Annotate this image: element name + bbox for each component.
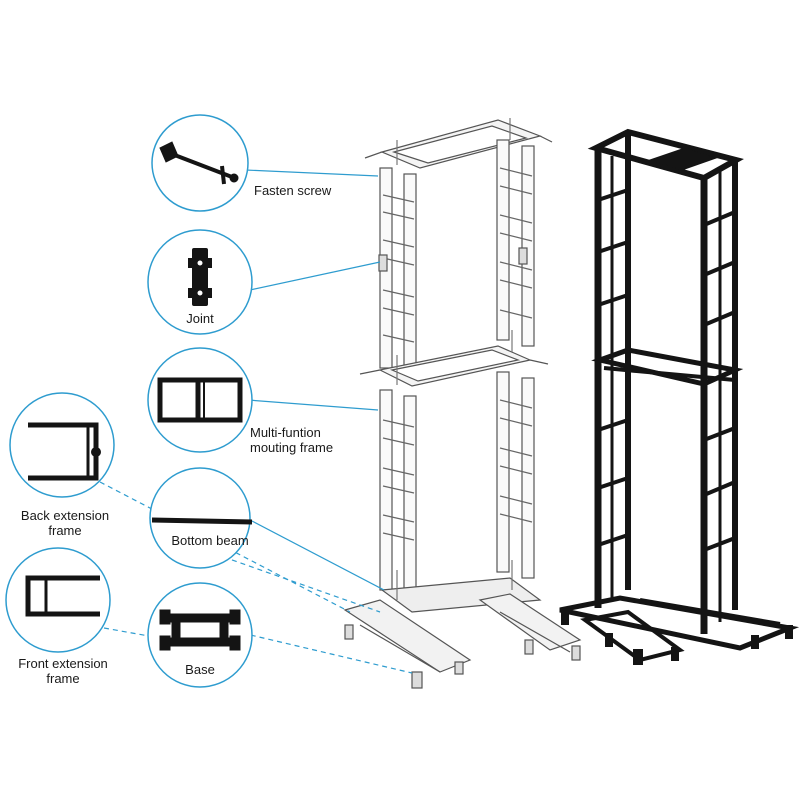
back-extension-frame-icon — [28, 422, 101, 481]
leader-mounting-frame — [247, 399, 379, 411]
label-mounting-frame-line2: mouting frame — [250, 440, 334, 455]
label-joint: Joint — [186, 311, 214, 326]
label-front-extension-line2: frame — [46, 671, 80, 686]
label-bottom-beam: Bottom beam — [171, 533, 249, 548]
leader-joint — [249, 261, 381, 291]
label-mounting-frame: Multi-funtion mouting frame — [250, 425, 333, 455]
exploded-rack-drawing — [343, 118, 582, 689]
front-extension-frame-icon — [25, 575, 100, 617]
joint-icon — [188, 248, 212, 306]
callout-circle-bottom-beam — [149, 467, 251, 569]
base-icon — [159, 609, 241, 651]
label-front-extension-line1: Front extension — [18, 656, 108, 671]
label-back-extension-line2: frame — [48, 523, 82, 538]
leader-bottom-beam — [251, 520, 385, 591]
mounting-frame-icon — [157, 377, 243, 423]
leader-base-2 — [241, 632, 413, 674]
bottom-beam-icon — [151, 517, 253, 525]
label-base: Base — [185, 662, 215, 677]
leader-lines — [99, 169, 413, 674]
label-front-extension-frame: Front extension frame — [0, 656, 126, 686]
label-back-extension-frame: Back extension frame — [2, 508, 128, 538]
callout-circle-front-extension — [5, 547, 111, 653]
leader-back-extension — [99, 481, 351, 613]
label-back-extension-line1: Back extension — [20, 508, 110, 523]
label-fasten-screw: Fasten screw — [254, 183, 332, 198]
callout-circles — [5, 114, 253, 688]
leader-fasten-screw — [244, 169, 379, 177]
label-mounting-frame-line1: Multi-funtion — [250, 425, 321, 440]
assembled-rack-render — [559, 128, 800, 665]
callout-circle-base — [147, 582, 253, 688]
fasten-screw-icon — [159, 141, 239, 185]
